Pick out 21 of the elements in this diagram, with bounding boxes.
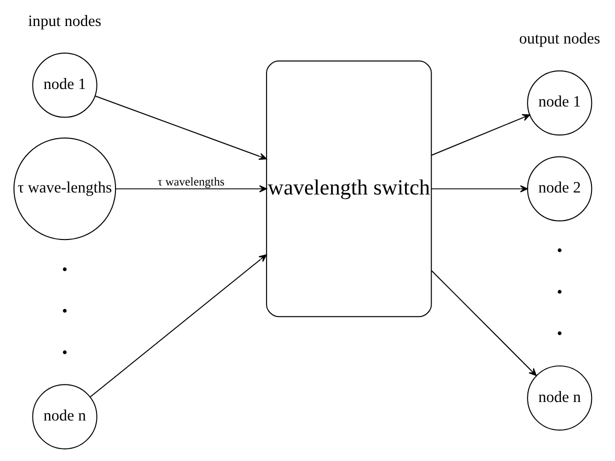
arrow: [430, 270, 536, 376]
arrow: [430, 185, 528, 192]
label: output nodes: [518, 30, 600, 48]
node-circle: node n: [32, 384, 97, 450]
edge-label: τ wavelengths: [157, 174, 224, 188]
arrow: [114, 185, 266, 192]
node-circle: node 1: [526, 70, 592, 136]
label: •: [556, 326, 562, 343]
node-box: wavelength switch: [266, 60, 432, 318]
label: •: [62, 302, 68, 320]
label: •: [556, 242, 562, 260]
arrow: [89, 254, 266, 398]
node-circle: node 2: [526, 156, 592, 222]
label: input nodes: [28, 12, 101, 30]
node-circle: node 1: [32, 52, 97, 118]
arrow: [94, 96, 266, 160]
label: •: [62, 344, 68, 362]
arrow: [430, 114, 530, 156]
label: •: [62, 261, 68, 278]
label: •: [556, 284, 562, 302]
node-circle: τ wave-lengths: [12, 138, 116, 240]
